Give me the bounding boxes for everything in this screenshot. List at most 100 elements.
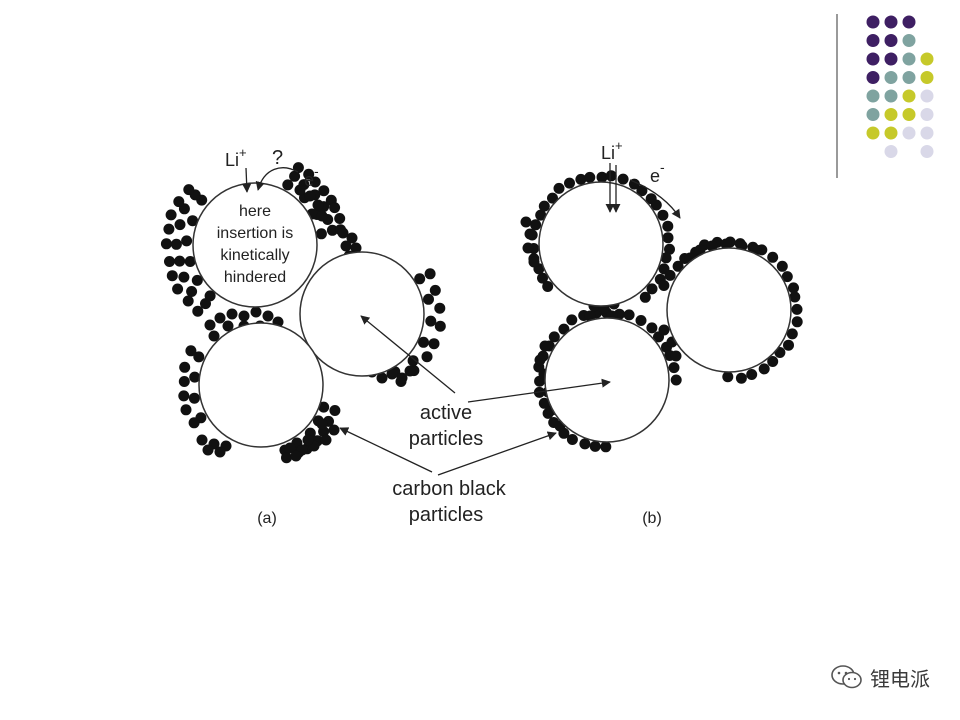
decor-dot [884, 34, 898, 47]
carbon-particle [791, 303, 803, 315]
carbon-particle [534, 354, 546, 366]
carbon-particle [202, 444, 214, 456]
carbon-particle [182, 295, 194, 307]
decor-dot [902, 126, 916, 140]
carbon-particle [208, 330, 220, 342]
carbon-particle [200, 298, 211, 310]
decor-dot [884, 89, 898, 103]
carbon-particle [564, 177, 575, 189]
carbon-particle [316, 418, 328, 430]
carbon-particle [185, 345, 197, 357]
carbon-particle [329, 202, 341, 214]
decor-dot [920, 145, 934, 158]
carbon-particle [289, 170, 301, 182]
carbon-particle [350, 242, 362, 254]
carbon-particle [424, 268, 436, 280]
carbon-particle [179, 361, 191, 373]
carbon-particle [539, 340, 551, 352]
li-ion-label-b: Li+ [601, 138, 623, 163]
carbon-particle [623, 309, 635, 321]
carbon-particle [294, 184, 306, 196]
carbon-particle [329, 405, 341, 416]
electron-label-a: e- [304, 163, 319, 190]
carbon-particle [174, 255, 186, 267]
carbon-particle [222, 320, 234, 332]
carbon-particle [164, 256, 175, 267]
decor-dot [884, 52, 898, 66]
carbon-particle [316, 210, 328, 222]
decor-dot [884, 126, 898, 140]
carbon-particle [421, 351, 433, 363]
carbon-particle [318, 401, 330, 413]
carbon-arrow-to-b [437, 431, 557, 476]
carbon-particle [191, 274, 203, 286]
carbon-particle [174, 219, 186, 231]
note-line-1: here [239, 203, 271, 220]
carbon-arrow-to-a [339, 427, 433, 473]
carbon-particle [376, 372, 388, 384]
carbon-particle [386, 368, 398, 380]
carbon-particle [566, 314, 578, 326]
carbon-particle [315, 228, 327, 240]
decor-dot [920, 71, 934, 84]
carbon-particle [187, 215, 199, 227]
carbon-particle [672, 260, 684, 272]
decor-dot [866, 126, 880, 140]
carbon-particle [178, 376, 190, 387]
carbon-particle [407, 355, 419, 367]
carbon-particle [165, 209, 177, 221]
active-arrow-to-a [360, 315, 456, 394]
carbon-particle [535, 209, 547, 221]
carbon-particle [178, 271, 190, 283]
carbon-particle [524, 228, 536, 240]
carbon-particle [522, 242, 534, 254]
carbon-particle [183, 184, 195, 196]
carbon-particle [290, 450, 302, 462]
particle-b-right [666, 247, 792, 373]
carbon-particle [425, 315, 437, 327]
decor-dot [866, 71, 880, 84]
carbon-particle [786, 328, 798, 340]
carbon-particle [181, 235, 193, 247]
carbon-particle [758, 363, 770, 375]
carbon-particle [173, 196, 185, 208]
carbon-particle [178, 390, 190, 402]
watermark: 锂电派 [830, 662, 930, 692]
decor-dot [884, 71, 898, 84]
carbon-particle [328, 424, 340, 436]
carbon-particle [605, 170, 617, 182]
carbon-particle [596, 171, 608, 183]
carbon-particle [547, 192, 558, 204]
carbon-particle [284, 442, 296, 454]
carbon-particle [528, 256, 540, 268]
carbon-particle [617, 173, 629, 185]
carbon-particle [282, 179, 294, 191]
active-particles-label-2: particles [409, 428, 483, 450]
decor-dot [902, 71, 916, 84]
decor-dot [866, 34, 880, 47]
carbon-particle [781, 271, 793, 283]
caption-a: (a) [257, 510, 277, 527]
decor-dot [902, 34, 916, 47]
decor-dot [902, 89, 916, 103]
question-mark-a: ? [272, 147, 283, 169]
carbon-particle [302, 434, 314, 446]
decor-dot [920, 108, 934, 121]
carbon-particle [658, 280, 670, 291]
carbon-particle [337, 227, 349, 239]
carbon-particle [789, 291, 801, 303]
caption-b: (b) [642, 510, 662, 527]
carbon-particle [658, 324, 670, 336]
decor-dot [884, 15, 898, 29]
carbon-particle [788, 282, 799, 294]
carbon-particle [186, 286, 198, 297]
carbon-particle [650, 199, 662, 211]
carbon-particle [346, 232, 358, 244]
electron-label-b: e- [650, 159, 665, 186]
carbon-particle [188, 392, 200, 404]
decorative-dot-grid [866, 15, 934, 158]
carbon-particle [735, 372, 747, 384]
carbon-particle [170, 238, 182, 250]
carbon-particle [646, 322, 658, 334]
